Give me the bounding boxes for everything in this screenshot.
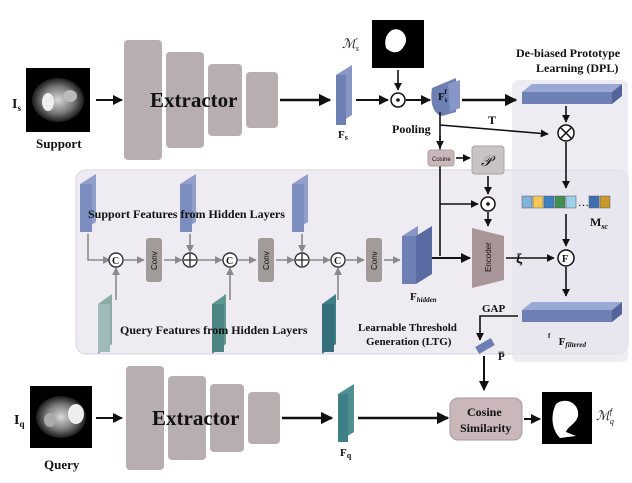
concat-op-3-label: C bbox=[334, 256, 341, 267]
dpl-title-line1: De-biased Prototype bbox=[516, 46, 621, 60]
arrow-t bbox=[439, 124, 549, 138]
msc-ellipsis: … bbox=[578, 197, 589, 209]
msc-cell bbox=[554, 195, 566, 209]
ltg-title-line1: Learnable Threshold bbox=[358, 322, 457, 334]
pooling-label: Pooling bbox=[392, 122, 431, 136]
support-image bbox=[26, 68, 90, 132]
concat-op-1 bbox=[108, 252, 124, 268]
msc-strip: … bbox=[521, 195, 611, 209]
add-op-1 bbox=[182, 252, 198, 268]
mask-support-label: ℳs bbox=[342, 36, 359, 53]
fs-feature bbox=[336, 65, 352, 125]
t-label: T bbox=[488, 113, 496, 127]
conv-block-2 bbox=[258, 238, 274, 282]
cosine-small-box bbox=[427, 149, 455, 167]
encoder-block bbox=[472, 228, 504, 288]
cosine-similarity-box bbox=[449, 397, 523, 441]
concat-op-2-label: C bbox=[226, 256, 233, 267]
query-hidden-label: Query Features from Hidden Layers bbox=[120, 323, 308, 337]
ltg-title-line2: Generation (LTG) bbox=[366, 336, 452, 348]
gap-label: GAP bbox=[482, 303, 506, 315]
cosine-similarity-line1: Cosine bbox=[467, 405, 502, 419]
extractor-top-label: Extractor bbox=[150, 88, 237, 112]
query-hidden-feature-1 bbox=[98, 294, 112, 354]
conv-3-label: Conv bbox=[370, 251, 379, 270]
conv-block-1 bbox=[146, 238, 162, 282]
add-op-2 bbox=[294, 252, 310, 268]
msc-cell bbox=[543, 195, 555, 209]
odot-op-ltg bbox=[480, 196, 496, 212]
f-op bbox=[557, 249, 575, 267]
query-caption: Query bbox=[44, 457, 80, 472]
f-op-label: F bbox=[562, 254, 568, 265]
msc-cell bbox=[521, 195, 533, 209]
extractor-top bbox=[124, 40, 278, 160]
dpl-panel bbox=[512, 80, 628, 362]
concat-op-2 bbox=[222, 252, 238, 268]
multiply-op-top bbox=[390, 92, 406, 108]
fs-label: Fs bbox=[338, 129, 348, 142]
extractor-bottom-label: Extractor bbox=[152, 406, 239, 430]
p-box bbox=[471, 145, 505, 175]
arrow-sh1-to-c1 bbox=[87, 234, 111, 264]
arrow-gap bbox=[476, 315, 518, 341]
fsf-feature bbox=[431, 78, 460, 116]
pbar-feature bbox=[475, 338, 495, 354]
query-image bbox=[30, 386, 92, 448]
support-caption: Support bbox=[36, 136, 82, 151]
msc-cell bbox=[565, 195, 577, 209]
fq-feature bbox=[338, 384, 354, 442]
support-hidden-feature-1 bbox=[80, 174, 96, 232]
fhidden-feature bbox=[402, 226, 432, 284]
conv-1-label: Conv bbox=[150, 251, 159, 270]
ffiltered-label: Ffilteredf bbox=[548, 332, 586, 349]
concat-op-3 bbox=[330, 252, 346, 268]
extractor-bottom bbox=[126, 366, 280, 470]
support-hidden-feature-2 bbox=[180, 174, 196, 232]
dpl-prototype-bar bbox=[522, 84, 622, 104]
query-hidden-feature-2 bbox=[212, 294, 226, 354]
concat-op-1-label: C bbox=[112, 256, 119, 267]
mask-pred-label: ℳqf bbox=[596, 407, 614, 426]
fsf-label: Fsf bbox=[438, 88, 448, 104]
support-hidden-feature-3 bbox=[292, 174, 308, 232]
conv-block-3 bbox=[366, 238, 382, 282]
pbar-label: P̅ bbox=[498, 351, 505, 363]
dpl-title-line2: Learning (DPL) bbox=[536, 61, 618, 75]
encoder-label: Encoder bbox=[484, 242, 493, 272]
msc-cell bbox=[588, 195, 600, 209]
predicted-mask bbox=[542, 392, 592, 444]
fhidden-label: Fhidden bbox=[410, 291, 437, 304]
support-image-symbol: Is bbox=[12, 97, 21, 113]
cosine-small-label: Cosine bbox=[432, 157, 451, 163]
fq-label: Fq bbox=[340, 447, 352, 460]
support-mask bbox=[372, 20, 424, 68]
query-hidden-feature-3 bbox=[322, 294, 336, 354]
otimes-op bbox=[557, 124, 575, 142]
cosine-similarity-line2: Similarity bbox=[460, 421, 511, 435]
msc-label: Msc bbox=[590, 215, 608, 231]
query-image-symbol: Iq bbox=[14, 413, 24, 429]
filtered-prototype-bar bbox=[522, 302, 622, 322]
support-hidden-label: Support Features from Hidden Layers bbox=[88, 207, 285, 221]
msc-cell bbox=[532, 195, 544, 209]
conv-2-label: Conv bbox=[262, 251, 271, 270]
xi-label: ξ bbox=[516, 252, 523, 267]
msc-cell bbox=[599, 195, 611, 209]
